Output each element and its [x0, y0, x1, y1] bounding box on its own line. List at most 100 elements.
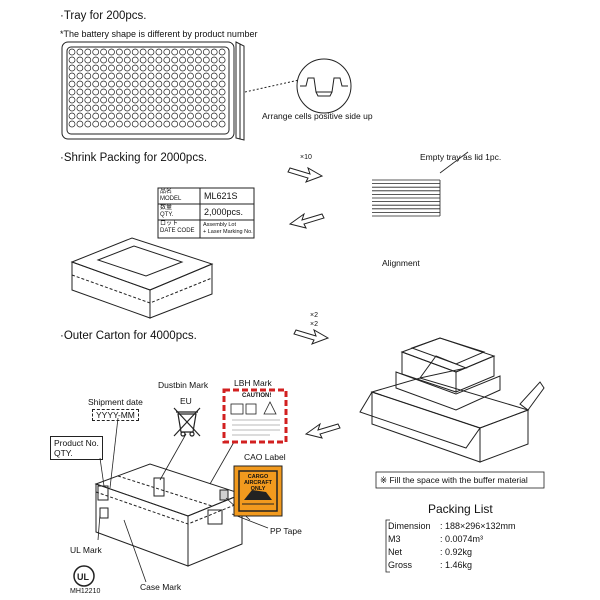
tray-cell: [171, 104, 179, 112]
tray-cell: [163, 64, 171, 72]
tray-cell: [92, 120, 100, 128]
tray-cell: [187, 48, 194, 56]
tray-cell: [147, 96, 155, 104]
tray-cell: [92, 56, 100, 64]
tray-cell: [147, 112, 155, 120]
cell-pocket-detail: [300, 77, 348, 93]
tray-cell: [131, 88, 139, 96]
tray-cell: [210, 104, 218, 112]
tray-cell: [202, 64, 210, 72]
tray-cell: [202, 96, 210, 104]
label-card: [157, 187, 255, 239]
tray-cell: [179, 56, 186, 64]
arrange-note: Arrange cells positive side up: [262, 111, 373, 121]
tray-title: ·Tray for 200pcs.: [60, 10, 147, 22]
tray-cell: [155, 112, 163, 120]
tray-cell: [155, 72, 163, 80]
tray-cell: [195, 56, 202, 64]
tray-cell: [163, 96, 171, 104]
tray-cell: [195, 64, 202, 72]
tray-cell: [202, 72, 210, 80]
tray-cell: [163, 88, 171, 96]
tray-cell: [108, 104, 115, 112]
tray-cell: [68, 48, 76, 56]
tray-cell: [76, 112, 84, 120]
tray-cell: [92, 72, 100, 80]
tray-cell: [76, 104, 84, 112]
tray-cell: [123, 104, 131, 112]
lid-note: Empty tray as lid 1pc.: [420, 152, 502, 162]
arrow-to-outer: [304, 422, 341, 439]
tray-cell: [195, 104, 202, 112]
tray-cell: [179, 64, 186, 72]
tray-cell: [76, 64, 84, 72]
tray-cell: [76, 96, 84, 104]
shipment-date-label: Shipment date: [88, 397, 143, 407]
outer-title: ·Outer Carton for 4000pcs.: [60, 330, 197, 342]
tray-cell: [108, 112, 115, 120]
tray-cell: [116, 64, 123, 72]
tray-cell: [108, 64, 115, 72]
tray-cell: [131, 56, 139, 64]
tray-side-view: [235, 41, 245, 141]
tray-cell: [218, 112, 226, 120]
outer-carton: [94, 463, 244, 567]
tray-cell: [100, 48, 107, 56]
arrow-to-shrink: [288, 212, 325, 229]
tray-cell: [187, 64, 194, 72]
svg-text:UL: UL: [77, 572, 89, 582]
tray-zoom-circle: [296, 58, 352, 114]
tray-cell: [68, 104, 76, 112]
tray-cell: [163, 56, 171, 64]
tray-cell: [100, 104, 107, 112]
tray-cell: [84, 104, 92, 112]
tray-cell: [68, 56, 76, 64]
label-date-value: Assembly Lot + Laser Marking No.: [203, 222, 253, 235]
tray-cell: [155, 48, 163, 56]
dustbin-mark-icon: [173, 407, 201, 437]
tray-cell: [131, 64, 139, 72]
tray-cell: [147, 120, 155, 128]
label-model-value: ML621S: [204, 191, 238, 201]
tray-cell: [210, 56, 218, 64]
tray-cell: [76, 88, 84, 96]
tray-cell: [100, 120, 107, 128]
tray-cell: [131, 112, 139, 120]
tray-cell: [163, 120, 171, 128]
tray-cell: [108, 120, 115, 128]
tray-cell: [68, 80, 76, 88]
buffer-note-box: [375, 471, 545, 489]
tray-cell: [131, 120, 139, 128]
tray-cell: [202, 104, 210, 112]
tray-cell: [179, 96, 186, 104]
tray-cell: [171, 120, 179, 128]
cao-label-title: CAO Label: [244, 452, 286, 462]
tray-cell: [92, 104, 100, 112]
tray-cell: [202, 56, 210, 64]
tray-cell: [116, 104, 123, 112]
tray-cell: [187, 80, 194, 88]
qty-label: QTY.: [54, 448, 73, 458]
tray-cell: [147, 80, 155, 88]
tray-cell: [163, 112, 171, 120]
buffer-note: ※ Fill the space with the buffer materia…: [380, 475, 528, 485]
packing-list-net: Net: 0.92kg: [388, 547, 473, 557]
tray-cell: [68, 120, 76, 128]
tray-cell: [195, 48, 202, 56]
tray-inner: [66, 46, 230, 135]
tray-cell: [187, 104, 194, 112]
tray-cell: [179, 120, 186, 128]
tray-cell: [92, 48, 100, 56]
tray-cells: [68, 48, 226, 128]
tray-cell: [84, 96, 92, 104]
tray-cell: [218, 88, 226, 96]
tray-cell: [210, 64, 218, 72]
tray-cell: [202, 80, 210, 88]
tray-cell: [84, 80, 92, 88]
arrow-to-stack: [287, 166, 324, 183]
tray-cell: [108, 72, 115, 80]
tray-cell: [68, 96, 76, 104]
ul-mark-icon: UL: [73, 565, 95, 587]
tray-cell: [123, 112, 131, 120]
